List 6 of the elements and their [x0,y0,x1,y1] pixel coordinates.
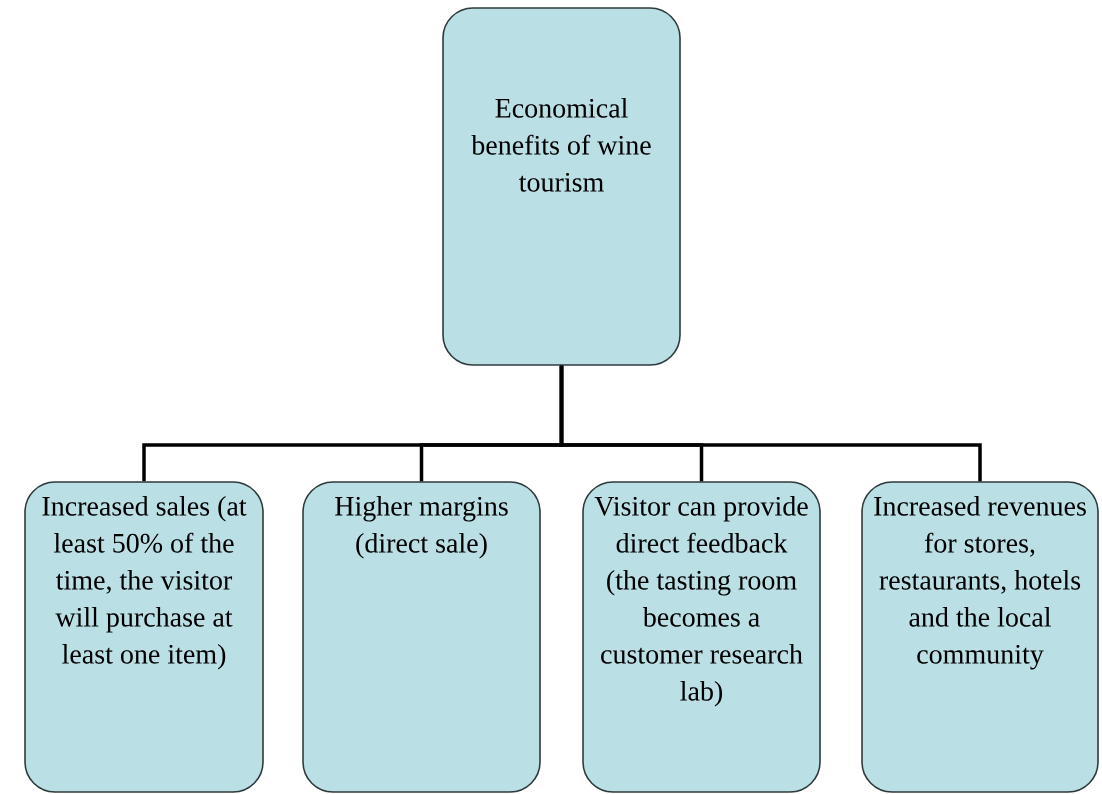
text-box: Visitor can provide direct feedback (the tasting room becomes a customer research lab) [582,481,821,793]
text-box: Increased sales (at least 50% of the time, the visitor will purchase at least one item) [24,481,264,793]
text-box: Increased revenues for stores, restaurants, hotels and the local community [861,481,1099,793]
text-box: Higher margins (direct sale) [302,481,541,793]
text-box: Economical benefits of wine tourism [442,7,681,366]
connector-line [559,365,982,482]
